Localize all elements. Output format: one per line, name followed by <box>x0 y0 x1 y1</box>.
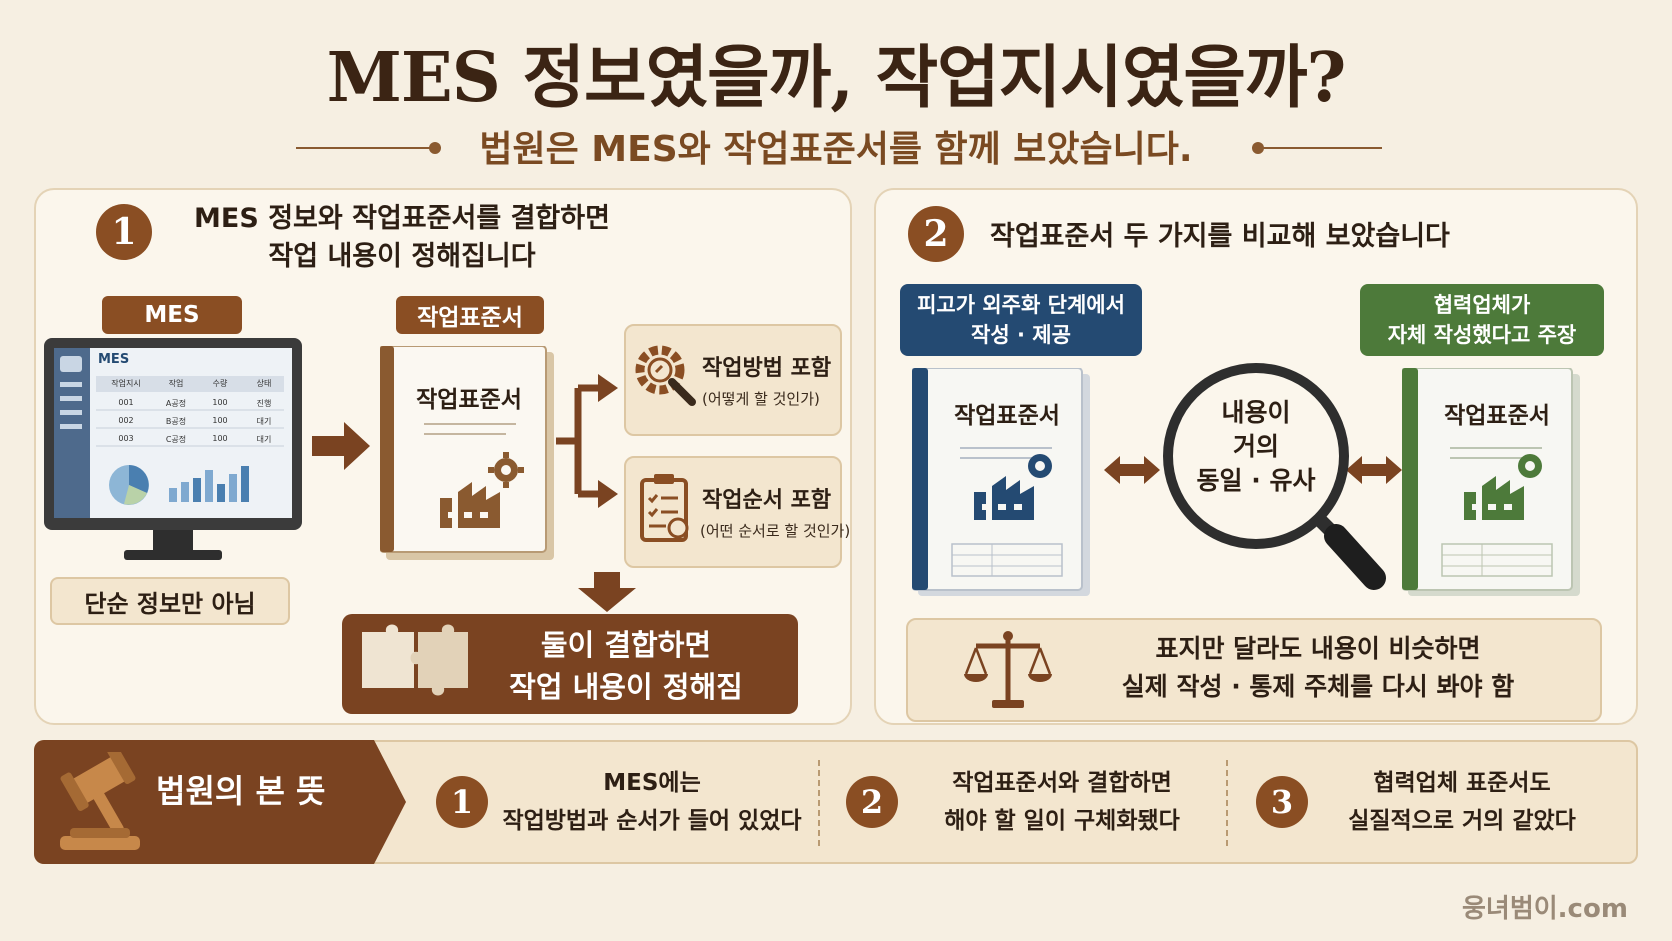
tag-partner: 협력업체가 자체 작성했다고 주장 <box>1360 284 1604 356</box>
combined-line2: 작업 내용이 정해짐 <box>509 670 743 704</box>
section1-title-line1: MES 정보와 작업표준서를 결합하면 <box>194 203 610 234</box>
verdict-label: 법원의 본 뜻 <box>156 772 326 810</box>
table-cell: 003 <box>118 434 134 443</box>
section2-title: 작업표준서 두 가지를 비교해 보았습니다 <box>990 221 1450 252</box>
table-row: 002 B공정 100 대기 <box>98 416 286 427</box>
feature-order-sub: (어떤 순서로 할 것인가) <box>700 522 851 540</box>
verdict-divider <box>1226 760 1228 846</box>
verdict-number: 2 <box>846 776 898 828</box>
magnifier-icon <box>1163 363 1386 590</box>
mes-label: MES <box>102 296 242 334</box>
section1-title: MES 정보와 작업표준서를 결합하면 작업 내용이 정해집니다 <box>172 200 632 276</box>
clipboard-checklist-icon <box>640 474 689 542</box>
subtitle-line-left <box>296 147 431 149</box>
branch-arrow-icon <box>556 374 618 508</box>
table-row: 003 C공정 100 대기 <box>98 434 286 445</box>
table-cell: C공정 <box>165 435 187 444</box>
subtitle-dot-right <box>1252 142 1264 154</box>
tag-defendant: 피고가 외주화 단계에서 작성 · 제공 <box>900 284 1142 356</box>
monitor-col-header: 상태 <box>256 379 272 388</box>
table-cell: B공정 <box>165 417 187 426</box>
arrow-right-icon <box>312 422 370 470</box>
double-arrow-icon <box>1104 456 1160 484</box>
green-book-icon <box>1402 368 1580 596</box>
scale-justice-icon <box>964 631 1052 708</box>
magnifier-text: 내용이 거의 동일 · 유사 <box>1186 396 1326 498</box>
combined-text: 둘이 결합하면 작업 내용이 정해짐 <box>466 624 786 708</box>
tag-partner-line1: 협력업체가 <box>1433 293 1531 317</box>
feature-order-box <box>624 456 842 568</box>
not-simple-info-label: 단순 정보만 아님 <box>50 577 290 625</box>
feature-method-sub: (어떻게 할 것인가) <box>702 390 820 408</box>
tag-defendant-line1: 피고가 외주화 단계에서 <box>917 293 1125 317</box>
magnifier-line3: 동일 · 유사 <box>1196 466 1316 495</box>
monitor-col-header: 작업지시 <box>111 379 141 388</box>
section1-title-line2: 작업 내용이 정해집니다 <box>268 241 536 272</box>
verdict-item-line1: MES에는 <box>603 770 701 796</box>
monitor-table-header: 작업지시 작업 수량 상태 <box>98 378 286 389</box>
feature-order-title: 작업순서 포함 <box>702 488 832 513</box>
table-cell: 100 <box>212 398 228 407</box>
tag-partner-line2: 자체 작성했다고 주장 <box>1387 323 1577 347</box>
table-cell: 대기 <box>256 417 272 426</box>
verdict-item-1: MES에는 작업방법과 순서가 들어 있었다 <box>492 764 812 840</box>
sop-label: 작업표준서 <box>396 296 544 334</box>
table-cell: 대기 <box>256 435 272 444</box>
scale-text: 표지만 달라도 내용이 비슷하면 실제 작성 · 통제 주체를 다시 봐야 함 <box>1058 630 1578 706</box>
verdict-item-line2: 해야 할 일이 구체화됐다 <box>944 808 1180 834</box>
puzzle-icon <box>362 624 468 696</box>
subtitle-row: 법원은 MES와 작업표준서를 함께 보았습니다. <box>0 120 1672 180</box>
double-arrow-icon <box>1346 456 1402 484</box>
verdict-divider <box>818 760 820 846</box>
verdict-item-line1: 협력업체 표준서도 <box>1373 770 1551 796</box>
verdict-item-line1: 작업표준서와 결합하면 <box>952 770 1172 796</box>
table-cell: A공정 <box>165 399 187 408</box>
gear-magnifier-icon <box>635 345 696 406</box>
watermark: 웅녀범이.com <box>1462 894 1628 924</box>
table-cell: 002 <box>118 416 134 425</box>
monitor-col-header: 수량 <box>212 379 228 388</box>
magnifier-line1: 내용이 <box>1221 398 1291 427</box>
monitor-col-header: 작업 <box>168 379 184 388</box>
feature-method-title: 작업방법 포함 <box>702 356 832 381</box>
scale-line2: 실제 작성 · 통제 주체를 다시 봐야 함 <box>1121 672 1515 701</box>
sop-book-title: 작업표준서 <box>416 387 522 413</box>
subtitle-dot-left <box>429 142 441 154</box>
table-cell: 진행 <box>256 399 272 408</box>
section2-number: 2 <box>908 206 964 262</box>
blue-book-icon <box>912 368 1090 596</box>
book-right-title: 작업표준서 <box>1444 403 1550 429</box>
subtitle-line-right <box>1262 147 1382 149</box>
subtitle: 법원은 MES와 작업표준서를 함께 보았습니다. <box>479 129 1193 170</box>
section1-number: 1 <box>96 204 152 260</box>
combined-line1: 둘이 결합하면 <box>540 628 712 662</box>
sop-book-icon <box>380 346 554 560</box>
verdict-item-line2: 실질적으로 거의 같았다 <box>1348 808 1576 834</box>
verdict-number: 3 <box>1256 776 1308 828</box>
arrow-down-icon <box>578 572 636 612</box>
page-title: MES 정보였을까, 작업지시였을까? <box>326 38 1347 118</box>
table-cell: 001 <box>118 398 134 407</box>
mes-monitor: MES 작업지시 작업 수량 상태 001 A공정 100 진행 002 B공정… <box>44 338 302 568</box>
tag-defendant-line2: 작성 · 제공 <box>971 323 1071 347</box>
verdict-item-3: 협력업체 표준서도 실질적으로 거의 같았다 <box>1312 764 1612 840</box>
table-row: 001 A공정 100 진행 <box>98 398 286 409</box>
verdict-number: 1 <box>436 776 488 828</box>
monitor-icon <box>44 338 302 560</box>
scale-line1: 표지만 달라도 내용이 비슷하면 <box>1155 634 1481 663</box>
table-cell: 100 <box>212 434 228 443</box>
verdict-item-2: 작업표준서와 결합하면 해야 할 일이 구체화됐다 <box>902 764 1222 840</box>
book-left-title: 작업표준서 <box>954 403 1060 429</box>
table-cell: 100 <box>212 416 228 425</box>
verdict-item-line2: 작업방법과 순서가 들어 있었다 <box>502 808 802 834</box>
magnifier-line2: 거의 <box>1232 432 1279 461</box>
monitor-app-name: MES <box>98 352 130 367</box>
gavel-icon <box>60 752 140 850</box>
